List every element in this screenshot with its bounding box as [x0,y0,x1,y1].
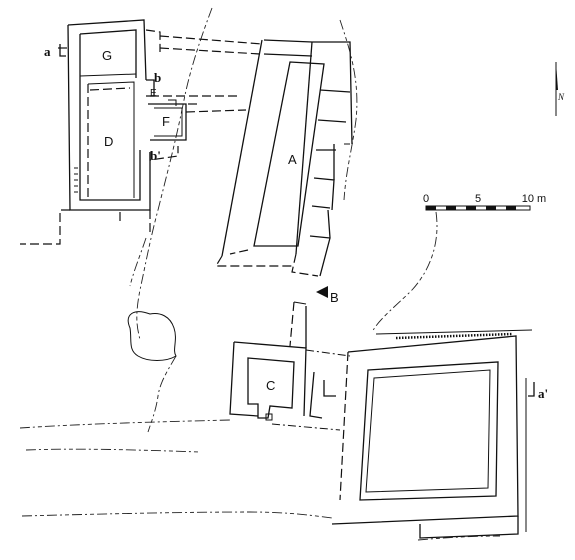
viewpoint-label-b: B [330,290,339,305]
connector-walls [159,35,313,57]
court-enclosure [331,329,533,539]
scale-tick-10: 10 m [522,193,546,205]
room-label-e: E [150,88,157,99]
building-c [229,301,351,431]
scale-tick-0: 0 [423,193,429,205]
boulder-outline [127,311,177,361]
scale-bar: 0 5 10 m [423,193,546,211]
room-label-a: A [288,152,297,167]
room-label-g: G [102,48,112,63]
section-label-b: b [154,70,161,85]
section-label-a: a [44,44,51,59]
room-label-f: F [162,114,170,129]
terrain-contours [19,7,501,541]
viewpoint-b-arrow [316,286,328,298]
north-arrow-icon: N [555,62,565,116]
north-label: N [557,92,565,102]
section-marker-a [59,44,66,57]
scale-tick-5: 5 [475,193,481,205]
section-marker-a-prime [528,382,535,397]
room-label-c: C [266,378,275,393]
room-label-d: D [104,134,113,149]
building-a [214,39,353,277]
north-building [20,19,247,245]
section-label-b-prime: b' [150,148,161,163]
section-label-a-prime: a' [538,386,548,401]
